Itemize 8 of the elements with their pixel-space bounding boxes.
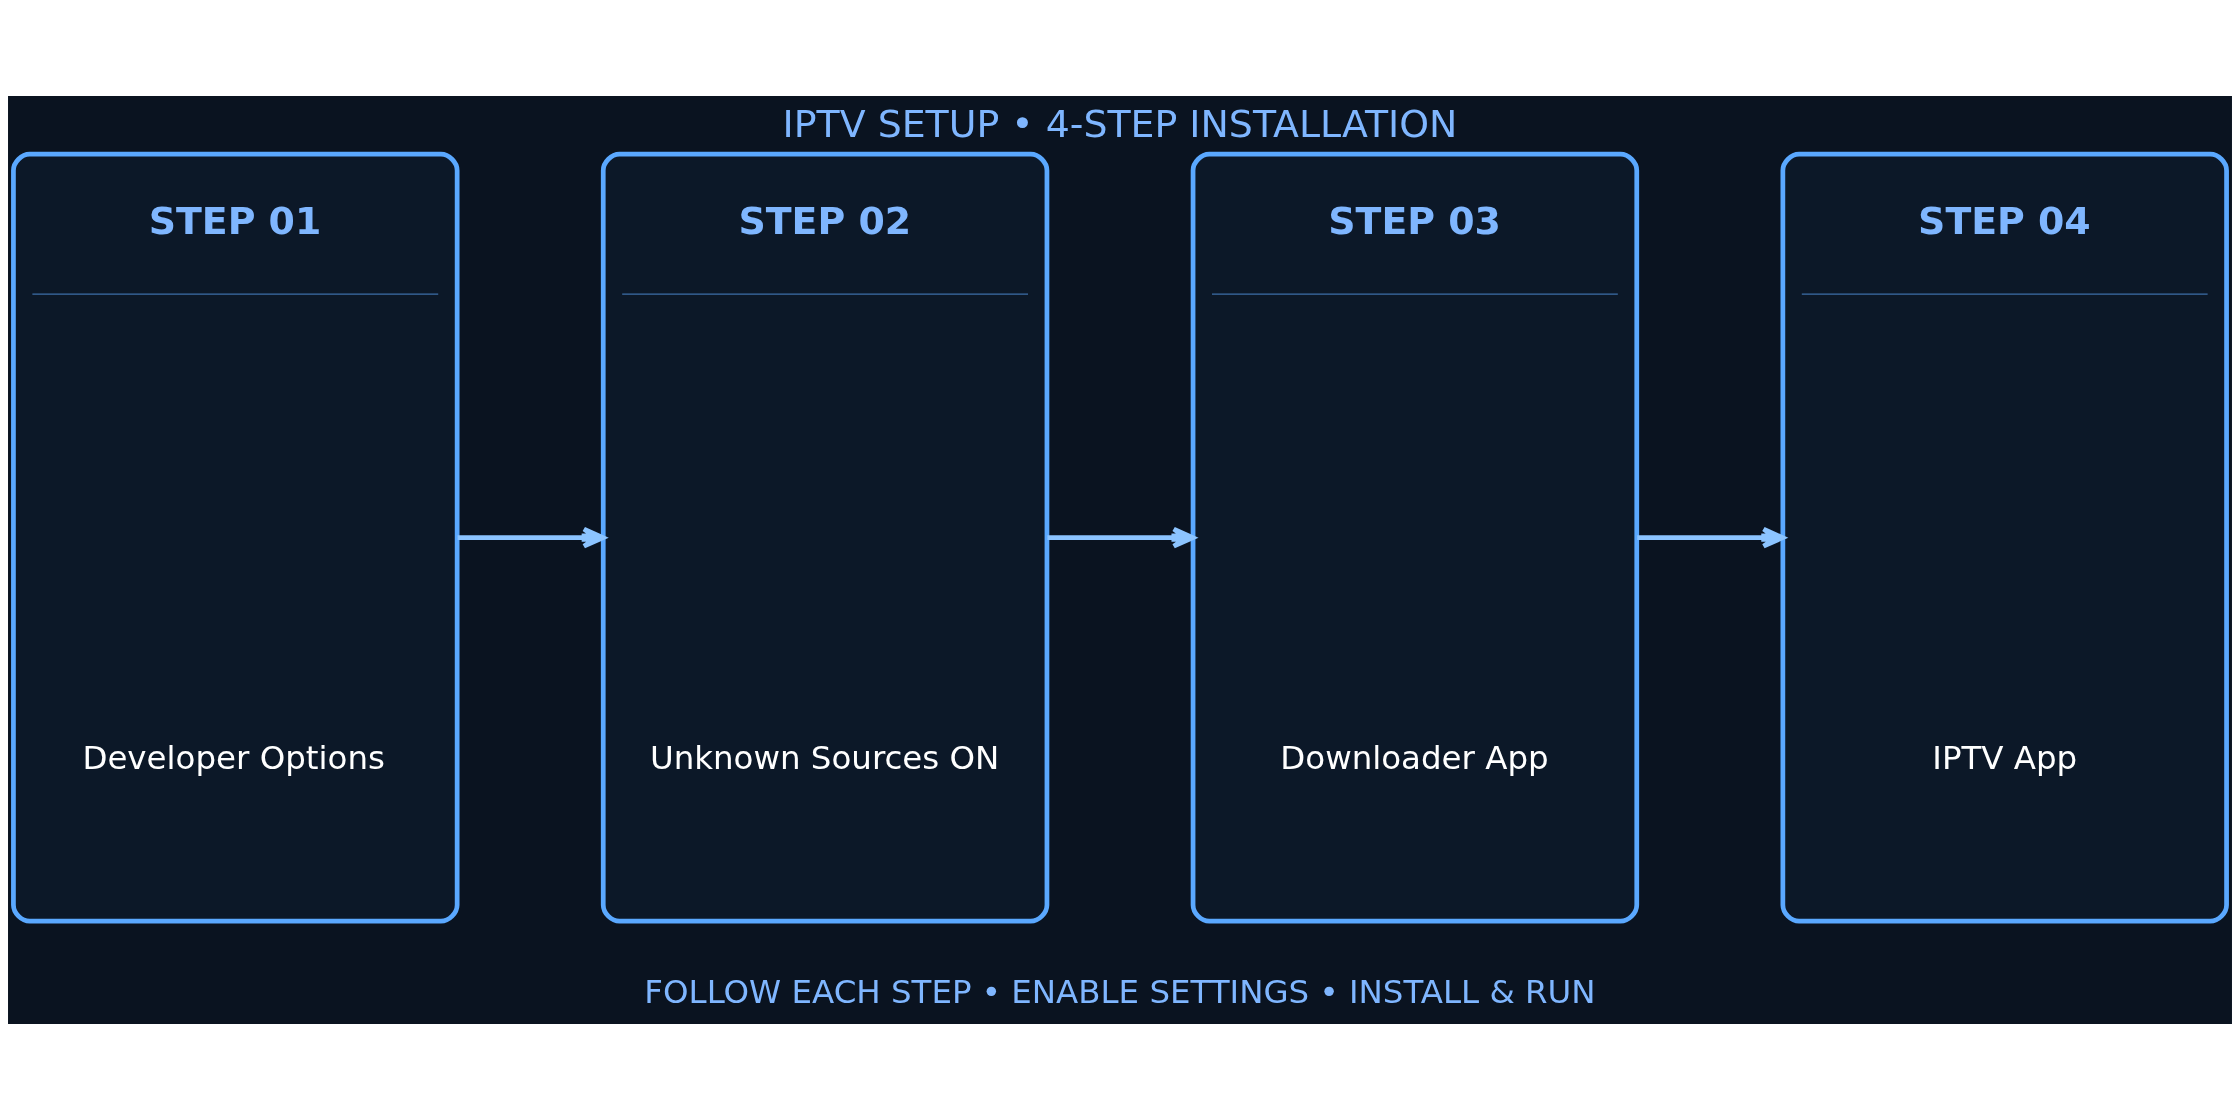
arrow xyxy=(1047,526,1196,549)
node-box: STEP 03 Downloader App xyxy=(1190,151,1640,924)
arrow xyxy=(457,526,606,549)
node-box: STEP 01 Developer Options xyxy=(11,151,460,924)
diagram-title: IPTV SETUP • 4-STEP INSTALLATION xyxy=(782,102,1458,147)
node-box: STEP 02 Unknown Sources ON xyxy=(600,151,1050,924)
node-box: STEP 04 IPTV App xyxy=(1780,151,2229,924)
caption: FOLLOW EACH STEP • ENABLE SETTINGS • INSTALL & RUN xyxy=(644,972,1596,1011)
